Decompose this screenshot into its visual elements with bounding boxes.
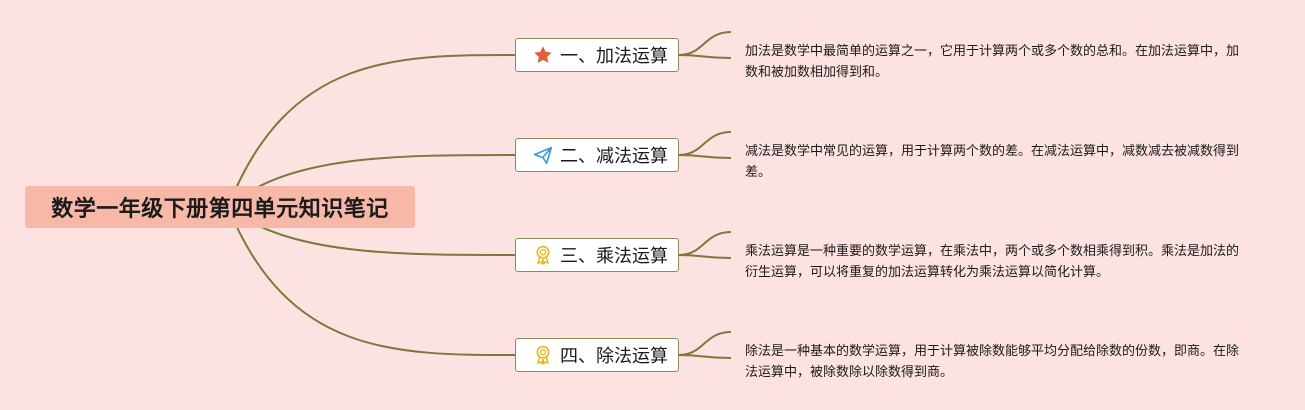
note-bracket-lower xyxy=(678,54,732,59)
note-bracket-upper xyxy=(678,131,732,156)
addition-note: 加法是数学中最简单的运算之一，它用于计算两个或多个数的总和。在加法运算中，加数和… xyxy=(745,44,1240,80)
topic-addition[interactable]: 一、加法运算 xyxy=(515,38,679,72)
branch-connector xyxy=(227,54,516,208)
central-topic[interactable]: 数学一年级下册第四单元知识笔记 xyxy=(25,186,415,228)
topic-division[interactable]: 四、除法运算 xyxy=(515,338,679,372)
topic-label: 四、除法运算 xyxy=(560,346,668,367)
note-bracket-lower xyxy=(678,354,732,359)
multiplication-note: 乘法运算是一种重要的数学运算，在乘法中，两个或多个数相乘得到积。乘法是加法的衍生… xyxy=(745,244,1240,280)
topic-subtraction[interactable]: 二、减法运算 xyxy=(515,138,679,172)
note-bracket-upper xyxy=(678,31,732,56)
topic-multiplication[interactable]: 三、乘法运算 xyxy=(515,238,679,272)
award-ribbon-icon xyxy=(532,244,554,266)
subtraction-note: 减法是数学中常见的运算，用于计算两个数的差。在减法运算中，减数减去被减数得到差。 xyxy=(745,144,1240,180)
note-bracket-lower xyxy=(678,254,732,259)
topic-label: 二、减法运算 xyxy=(560,146,668,167)
star-icon xyxy=(532,44,554,66)
division-note: 除法是一种基本的数学运算，用于计算被除数能够平均分配给除数的份数，即商。在除法运… xyxy=(745,344,1240,380)
paper-plane-icon xyxy=(532,144,554,166)
note-bracket-upper xyxy=(678,331,732,356)
branch-connector xyxy=(227,206,516,356)
award-ribbon-icon xyxy=(532,344,554,366)
topic-label: 三、乘法运算 xyxy=(560,246,668,267)
topic-label: 一、加法运算 xyxy=(560,46,668,67)
note-bracket-upper xyxy=(678,231,732,256)
note-bracket-lower xyxy=(678,154,732,159)
